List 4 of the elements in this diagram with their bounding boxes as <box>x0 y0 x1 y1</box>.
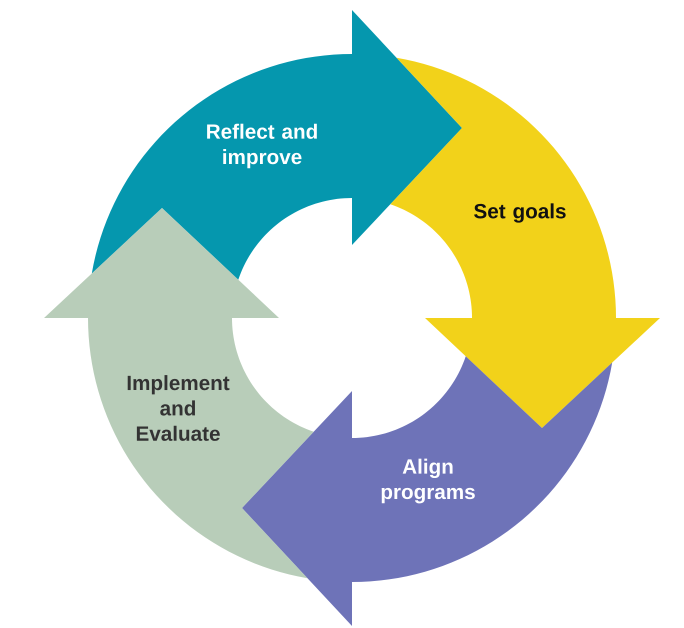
cycle-segment: Set goals <box>390 58 660 428</box>
cycle-segment: Implement and Evaluate <box>44 208 314 578</box>
cycle-segment: Align programs <box>242 356 612 626</box>
cycle-segment: Reflect and improve <box>92 10 462 280</box>
